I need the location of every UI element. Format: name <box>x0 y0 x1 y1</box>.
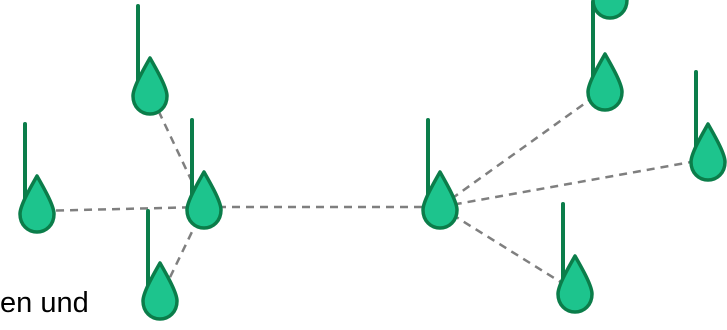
antenna-node-n4 <box>141 209 179 321</box>
link-n5-n7 <box>439 157 709 209</box>
antenna-drop-icon <box>591 0 629 20</box>
link-n5-n8 <box>439 205 576 293</box>
antenna-drop-icon <box>586 52 624 112</box>
antenna-drop-icon <box>185 170 223 230</box>
antenna-node-n2 <box>18 122 56 234</box>
antenna-node-n8 <box>556 202 594 314</box>
antenna-drop-icon <box>131 56 169 116</box>
antenna-drop-icon <box>689 122 727 182</box>
partial-caption-text: en und <box>0 287 89 319</box>
link-n5-n6 <box>439 87 606 209</box>
antenna-drop-icon <box>421 170 459 230</box>
antenna-node-n6 <box>586 0 624 112</box>
antenna-node-n3 <box>185 118 223 230</box>
antenna-node-n5 <box>421 118 459 230</box>
antenna-node-n1 <box>131 4 169 116</box>
antenna-node-n9 <box>591 0 629 20</box>
antenna-drop-icon <box>556 254 594 314</box>
nodes-layer <box>18 0 727 321</box>
antenna-drop-icon <box>141 261 179 321</box>
antenna-drop-icon <box>18 174 56 234</box>
links-layer <box>36 87 709 299</box>
link-n3-n2 <box>36 205 205 213</box>
antenna-node-n7 <box>689 70 727 182</box>
